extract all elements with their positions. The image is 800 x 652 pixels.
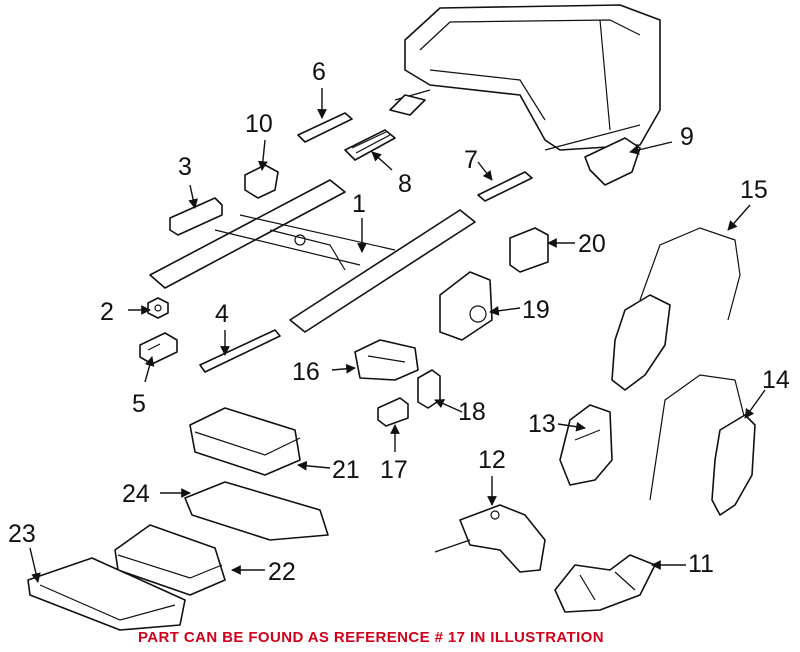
callout-18: 18 — [458, 398, 486, 426]
callout-8: 8 — [398, 170, 412, 198]
motor-part-12 — [434, 504, 546, 573]
callout-11: 11 — [688, 550, 714, 578]
knob-part-17 — [377, 397, 409, 427]
callout-15: 15 — [740, 176, 768, 204]
callout-9: 9 — [680, 123, 694, 151]
panel-part-23 — [27, 557, 186, 631]
seat-frame-assembly — [389, 4, 661, 151]
strip-part-7 — [477, 171, 533, 202]
callout-21: 21 — [332, 456, 360, 484]
callout-19: 19 — [522, 296, 550, 324]
callout-10: 10 — [245, 110, 273, 138]
bracket-part — [139, 332, 178, 365]
callout-5: 5 — [132, 390, 146, 418]
leader-lines — [29, 88, 766, 583]
cable-motor-14 — [649, 374, 756, 516]
seat-track-frame — [149, 179, 476, 333]
switch-housing-16 — [354, 339, 419, 381]
callout-23: 23 — [8, 520, 36, 548]
callout-1: 1 — [352, 190, 366, 218]
callout-20: 20 — [578, 230, 606, 258]
callout-17: 17 — [380, 456, 408, 484]
motor-part-13 — [559, 404, 613, 486]
callout-2: 2 — [100, 298, 114, 326]
callout-14: 14 — [762, 366, 790, 394]
rail-part — [199, 329, 281, 373]
panel-part-24 — [184, 481, 329, 541]
callout-16: 16 — [292, 358, 320, 386]
bracket-part-9 — [584, 137, 641, 186]
callout-4: 4 — [215, 300, 229, 328]
callout-22: 22 — [268, 558, 296, 586]
nut-part — [147, 297, 169, 319]
callout-13: 13 — [528, 410, 556, 438]
cable-motor-15 — [611, 227, 741, 391]
callout-7: 7 — [464, 146, 478, 174]
switch-part-19 — [439, 271, 493, 341]
cover-part — [169, 197, 223, 236]
callout-24: 24 — [122, 480, 150, 508]
switch-part-20 — [509, 227, 549, 273]
reference-note: PART CAN BE FOUND AS REFERENCE # 17 IN I… — [138, 629, 604, 646]
knob-part-18 — [417, 369, 441, 409]
cushion-part-21 — [189, 407, 301, 476]
callout-12: 12 — [478, 446, 506, 474]
callout-3: 3 — [178, 153, 192, 181]
motor-part-11 — [554, 554, 656, 613]
callout-numbers: 1 2 3 4 5 6 7 8 9 10 11 12 13 14 15 16 1… — [8, 58, 790, 586]
guide-part — [344, 129, 396, 161]
strip-part — [297, 112, 353, 143]
callout-6: 6 — [312, 58, 326, 86]
